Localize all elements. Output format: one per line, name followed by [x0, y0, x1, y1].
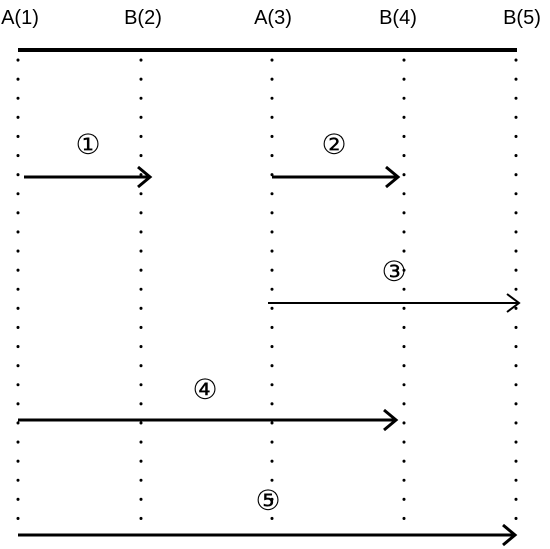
node-label-b4: B(4)	[379, 7, 417, 29]
arrow-3-head	[506, 293, 521, 313]
arrow-label-3: ③	[381, 255, 406, 288]
arrow-1-head	[137, 165, 153, 189]
arrow-4-head	[383, 408, 399, 432]
node-label-b2: B(2)	[124, 7, 162, 29]
node-label-a3: A(3)	[254, 7, 292, 29]
arrow-label-5: ⑤	[255, 484, 280, 517]
node-label-a1: A(1)	[1, 7, 39, 29]
arrow-label-1: ①	[75, 128, 100, 161]
arrow-5-head	[502, 523, 518, 547]
arrow-2-head	[385, 165, 401, 189]
arrow-label-4: ④	[192, 373, 217, 406]
arrow-label-2: ②	[321, 128, 346, 161]
node-label-b5: B(5)	[503, 7, 541, 29]
